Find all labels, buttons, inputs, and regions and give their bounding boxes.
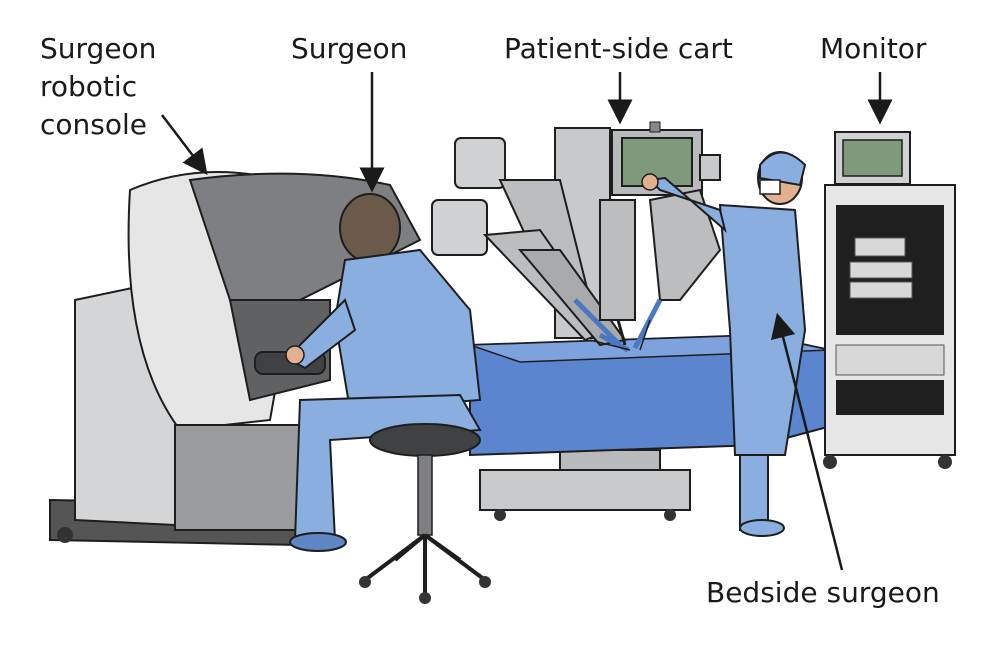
label-patient-side-cart: Patient-side cart <box>504 32 733 65</box>
label-monitor: Monitor <box>820 32 927 65</box>
arrow-bedside <box>770 312 844 571</box>
label-bedside-surgeon: Bedside surgeon <box>706 576 940 609</box>
label-surgeon: Surgeon <box>291 32 408 65</box>
label-console-line-2: robotic <box>40 70 138 103</box>
label-surgeon-robotic-console: Surgeon robotic console <box>40 30 156 144</box>
stool <box>359 423 491 604</box>
monitor-tower-illustration <box>823 131 956 469</box>
label-console-line-1: Surgeon <box>40 32 157 65</box>
label-console-line-3: console <box>40 108 147 141</box>
standing-surgeon-illustration <box>641 151 807 537</box>
patient-side-cart-illustration <box>431 121 722 353</box>
arrow-console <box>161 114 208 175</box>
surgeon-console-illustration <box>49 171 422 547</box>
arrows <box>161 72 893 571</box>
